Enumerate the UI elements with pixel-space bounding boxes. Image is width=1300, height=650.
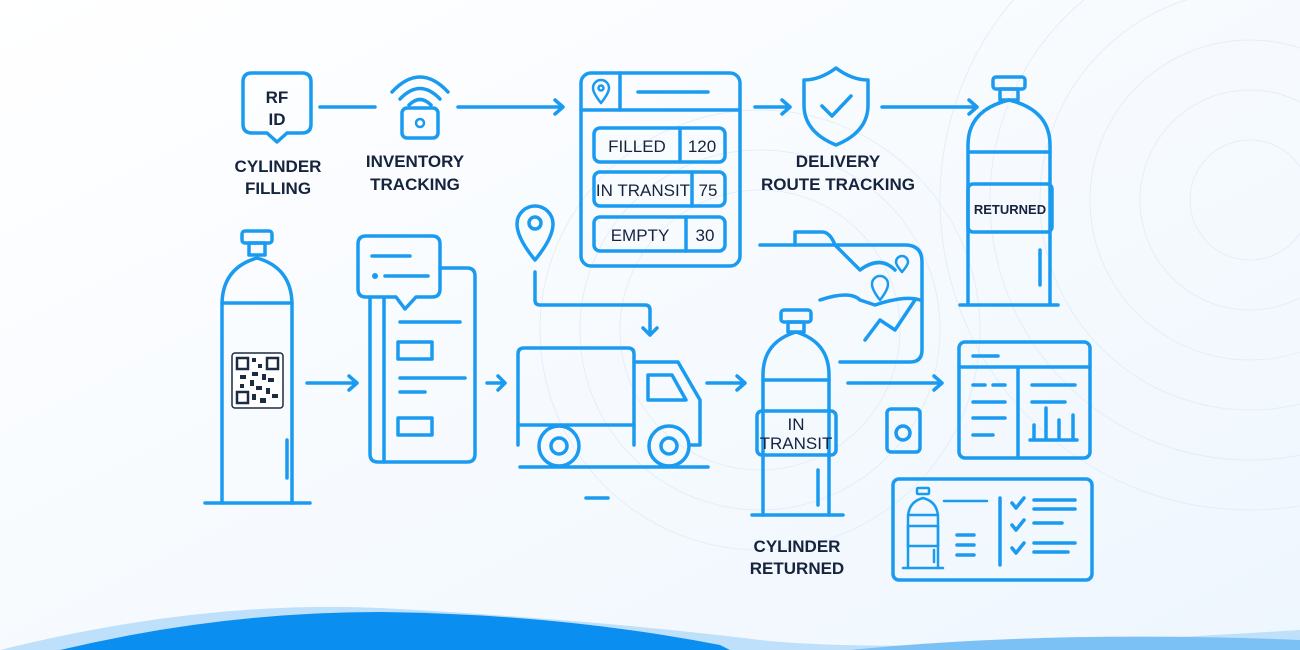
arrow-right-icon xyxy=(485,374,507,392)
location-pin-icon xyxy=(591,78,611,105)
arrow-right-icon xyxy=(305,374,359,392)
small-cylinder-icon xyxy=(901,486,945,570)
arrow-right-icon xyxy=(705,374,747,392)
inventory-row-empty: EMPTY 30 xyxy=(592,215,727,253)
returned-cylinder-icon: RETURNED xyxy=(958,75,1060,307)
chat-bubble-icon xyxy=(356,234,442,311)
step-label-inventory-1: INVENTORY xyxy=(366,152,465,171)
rfid-text-rf: RF xyxy=(266,88,289,107)
qr-code-icon xyxy=(231,352,284,409)
arrow-right-icon xyxy=(753,98,792,116)
cylinder-label-in: IN xyxy=(788,415,805,434)
step-label-returned-1: CYLINDER xyxy=(754,537,841,556)
svg-text:120: 120 xyxy=(688,137,716,156)
mobile-app-icon xyxy=(356,234,477,464)
cylinder-label-transit: TRANSIT xyxy=(760,434,833,453)
inventory-row-in-transit: IN TRANSIT 75 xyxy=(592,170,727,208)
svg-text:FILLED: FILLED xyxy=(608,137,666,156)
svg-text:30: 30 xyxy=(696,226,715,245)
shield-check-icon xyxy=(802,66,870,147)
route-map-icon xyxy=(758,230,924,364)
svg-text:IN TRANSIT: IN TRANSIT xyxy=(596,181,690,200)
arrow-right-icon xyxy=(456,98,565,116)
step-label-cylinder-filling-2: FILLING xyxy=(245,179,311,198)
in-transit-cylinder-icon: IN TRANSIT xyxy=(750,308,845,517)
step-label-delivery-2: ROUTE TRACKING xyxy=(761,175,915,194)
rfid-reader-icon xyxy=(885,407,922,454)
step-label-returned-2: RETURNED xyxy=(750,559,844,578)
background-rings xyxy=(539,0,1300,551)
svg-text:EMPTY: EMPTY xyxy=(611,226,670,245)
step-label-inventory-2: TRACKING xyxy=(370,175,460,194)
step-label-delivery-1: DELIVERY xyxy=(796,152,881,171)
qr-cylinder-icon xyxy=(203,229,312,505)
step-label-cylinder-filling-1: CYLINDER xyxy=(235,157,322,176)
arrow-right-icon xyxy=(880,98,979,116)
rfid-text-id: ID xyxy=(269,110,286,129)
arrow-right-icon xyxy=(846,374,944,392)
cylinder-label-returned: RETURNED xyxy=(974,202,1046,217)
analytics-dashboard-icon xyxy=(957,340,1092,460)
route-pin-icon xyxy=(515,204,659,337)
rfid-tag-icon: RF ID xyxy=(241,71,313,144)
wireless-lock-icon xyxy=(390,75,450,140)
inventory-row-filled: FILLED 120 xyxy=(592,126,727,164)
checklist-card-icon xyxy=(891,477,1094,582)
svg-text:75: 75 xyxy=(699,181,718,200)
inventory-panel: FILLED 120 IN TRANSIT 75 EMPTY 30 xyxy=(579,71,742,268)
bottom-wave xyxy=(0,606,1300,650)
delivery-truck-icon xyxy=(516,346,710,500)
